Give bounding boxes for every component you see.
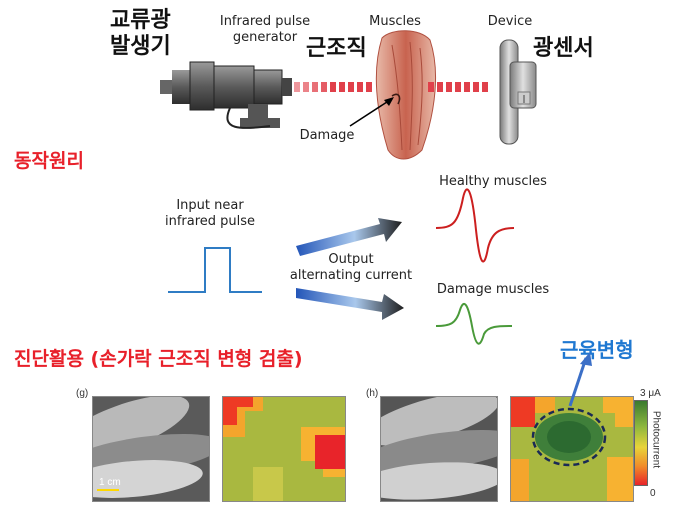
generator-english-line2: generator	[232, 30, 298, 45]
input-pulse-line2: infrared pulse	[164, 214, 256, 229]
scale-bar-label: 1 cm	[99, 477, 121, 488]
generator-korean-label: 교류광 발생기	[110, 8, 200, 60]
input-pulse-waveform	[168, 247, 262, 293]
healthy-muscles-label: Healthy muscles	[439, 174, 547, 189]
deformation-callout: 근육변형	[560, 338, 634, 362]
input-pulse-label: Input near infrared pulse	[150, 198, 270, 230]
pulse-generator-icon	[160, 61, 292, 129]
panel-h-label: (h)	[366, 388, 379, 399]
colorbar-max-label: 3 μA	[640, 388, 661, 399]
damage-arrow	[349, 97, 394, 127]
input-pulse-line1: Input near	[176, 198, 244, 213]
finger-photo-g: 1 cm	[92, 396, 210, 502]
muscles-label: Muscles	[369, 14, 421, 29]
output-current-label: Output alternating current	[276, 252, 426, 284]
damage-label: Damage	[299, 128, 355, 143]
colorbar	[634, 400, 648, 486]
sensor-korean-label: 광센서	[533, 36, 594, 61]
generator-korean-line2: 발생기	[110, 34, 171, 59]
deformation-outline	[531, 407, 607, 467]
heatmap-g	[222, 396, 346, 502]
photo-sensor-icon	[499, 39, 537, 145]
colorbar-title: Photocurrent	[650, 410, 662, 469]
output-current-line2: alternating current	[289, 268, 413, 283]
heatmap-h	[510, 396, 634, 502]
panel-g-label: (g)	[76, 388, 89, 399]
generator-english-label: Infrared pulse generator	[195, 14, 335, 46]
generator-english-line1: Infrared pulse	[219, 14, 311, 29]
generator-korean-line1: 교류광	[110, 8, 171, 33]
callout-arrow	[568, 352, 592, 407]
muscle-korean-label: 근조직	[306, 36, 367, 61]
device-label: Device	[487, 14, 533, 29]
damage-waveform	[435, 302, 513, 345]
damage-muscles-label: Damage muscles	[436, 282, 550, 297]
output-arrow-down	[296, 288, 404, 320]
finger-photo-h	[380, 396, 498, 502]
muscle-tissue-icon	[375, 30, 437, 160]
output-arrow-up	[296, 218, 402, 256]
healthy-waveform	[435, 188, 515, 263]
principle-diagram	[168, 188, 515, 345]
principle-heading: 동작원리	[14, 150, 84, 172]
device-schematic	[160, 30, 537, 160]
ir-beam-left	[294, 82, 372, 92]
output-current-line1: Output	[328, 252, 374, 267]
colorbar-min-label: 0	[650, 488, 656, 499]
diagnosis-heading: 진단활용 (손가락 근조직 변형 검출)	[14, 348, 303, 370]
ir-beam-right	[428, 82, 488, 92]
